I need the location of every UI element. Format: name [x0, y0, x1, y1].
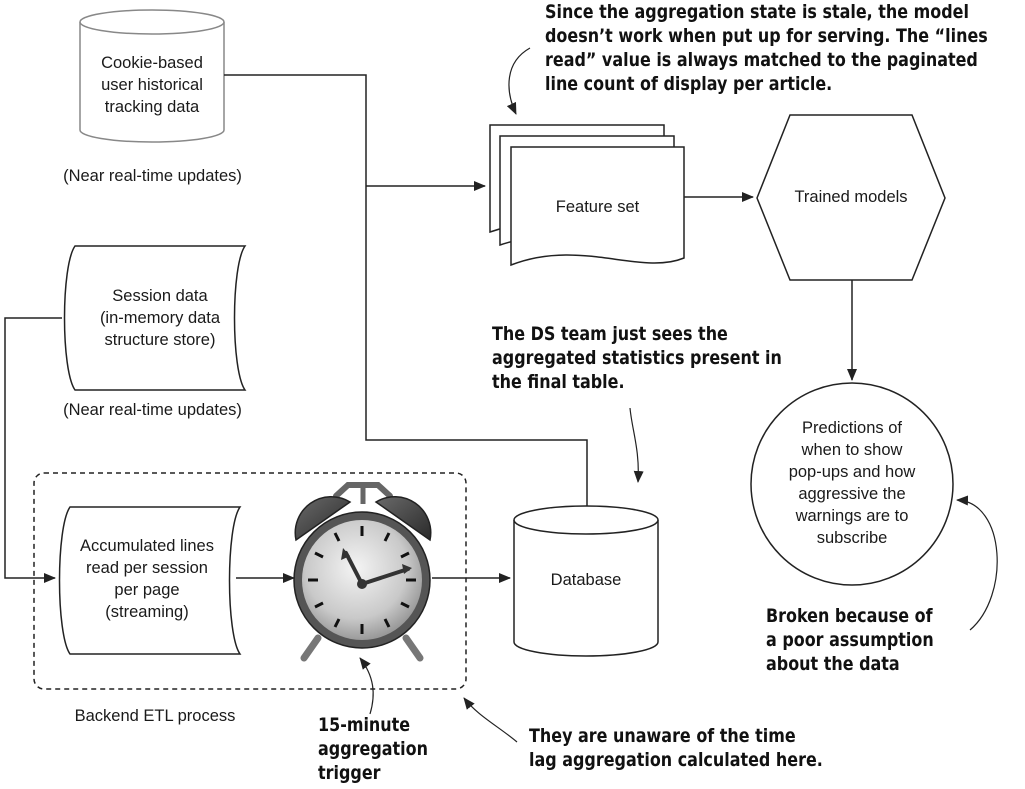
annotation-trigger-line-3: trigger: [318, 762, 381, 784]
predictions-line-3: pop-ups and how: [788, 463, 916, 481]
annotation-ds-line-1: The DS team just sees the: [492, 323, 728, 345]
annotation-stale-line-3: read” value is always matched to the pag…: [545, 49, 978, 71]
annotation-broken-line-2: a poor assumption: [766, 629, 934, 651]
session-store-line-1: Session data: [112, 287, 208, 305]
feature-set-label: Feature set: [555, 198, 640, 216]
database-cylinder: [513, 505, 659, 657]
trained-models-label: Trained models: [794, 188, 908, 206]
accumulated-line-2: read per session: [86, 559, 208, 577]
session-store-line-2: (in-memory data: [99, 309, 221, 327]
pointer-broken: [956, 495, 998, 631]
cookie-store-line-1: Cookie-based: [101, 54, 203, 72]
predictions-circle: [750, 382, 954, 586]
predictions-line-1: Predictions of: [802, 419, 902, 437]
annotation-ds-line-2: aggregated statistics present in: [492, 347, 782, 369]
etl-process-label: Backend ETL process: [74, 707, 236, 725]
connector-session-to-accumulated: [4, 317, 62, 583]
pointer-ds-team: [629, 407, 644, 483]
annotation-trigger: 15-minute aggregation trigger: [318, 713, 428, 785]
annotation-broken-line-1: Broken because of: [766, 605, 933, 627]
accumulated-lines-shape: [58, 506, 242, 655]
database-label: Database: [550, 571, 622, 589]
annotation-time-lag-line-1: They are unaware of the time: [529, 725, 796, 747]
session-store-label: Session data (in-memory data structure s…: [78, 285, 242, 351]
annotation-trigger-line-2: aggregation: [318, 738, 428, 760]
annotation-stale-line-4: line count of display per article.: [545, 73, 833, 95]
annotation-broken: Broken because of a poor assumption abou…: [766, 604, 934, 676]
accumulated-line-4: (streaming): [105, 603, 189, 621]
feature-set-documents: [489, 124, 685, 267]
predictions-line-6: subscribe: [816, 529, 888, 547]
session-store-caption: (Near real-time updates): [63, 401, 242, 419]
annotation-ds-line-3: the final table.: [492, 371, 625, 393]
accumulated-line-1: Accumulated lines: [80, 537, 214, 555]
pointer-trigger: [359, 657, 374, 715]
session-store-line-3: structure store): [104, 331, 216, 349]
connector-cookie-to-db: [224, 74, 588, 506]
etl-process-boundary: [33, 472, 467, 690]
annotation-stale-line-2: doesn’t work when put up for serving. Th…: [545, 25, 988, 47]
annotation-ds-team: The DS team just sees the aggregated sta…: [492, 322, 782, 394]
annotation-stale-state: Since the aggregation state is stale, th…: [545, 0, 988, 96]
predictions-line-4: aggressive the: [798, 485, 906, 503]
predictions-label: Predictions of when to show pop-ups and …: [772, 417, 932, 549]
cookie-store-caption: (Near real-time updates): [63, 167, 242, 185]
cookie-store-line-2: user historical: [101, 76, 203, 94]
accumulated-lines-label: Accumulated lines read per session per p…: [62, 535, 232, 623]
annotation-time-lag-line-2: lag aggregation calculated here.: [529, 749, 823, 771]
alarm-clock-icon: [293, 482, 432, 662]
annotation-stale-line-1: Since the aggregation state is stale, th…: [545, 1, 969, 23]
predictions-line-5: warnings are to: [795, 507, 909, 525]
predictions-line-2: when to show: [801, 441, 903, 459]
cookie-store-line-3: tracking data: [104, 98, 200, 116]
annotation-time-lag: They are unaware of the time lag aggrega…: [529, 724, 823, 772]
pointer-stale-state: [506, 47, 531, 115]
trained-models-hexagon: [756, 114, 946, 281]
accumulated-line-3: per page: [114, 581, 180, 599]
annotation-trigger-line-1: 15-minute: [318, 714, 411, 736]
session-store-shape: [63, 245, 247, 391]
cookie-store-cylinder: [79, 9, 225, 143]
annotation-broken-line-3: about the data: [766, 653, 900, 675]
cookie-store-label: Cookie-based user historical tracking da…: [82, 52, 222, 118]
pointer-time-lag: [463, 697, 518, 743]
